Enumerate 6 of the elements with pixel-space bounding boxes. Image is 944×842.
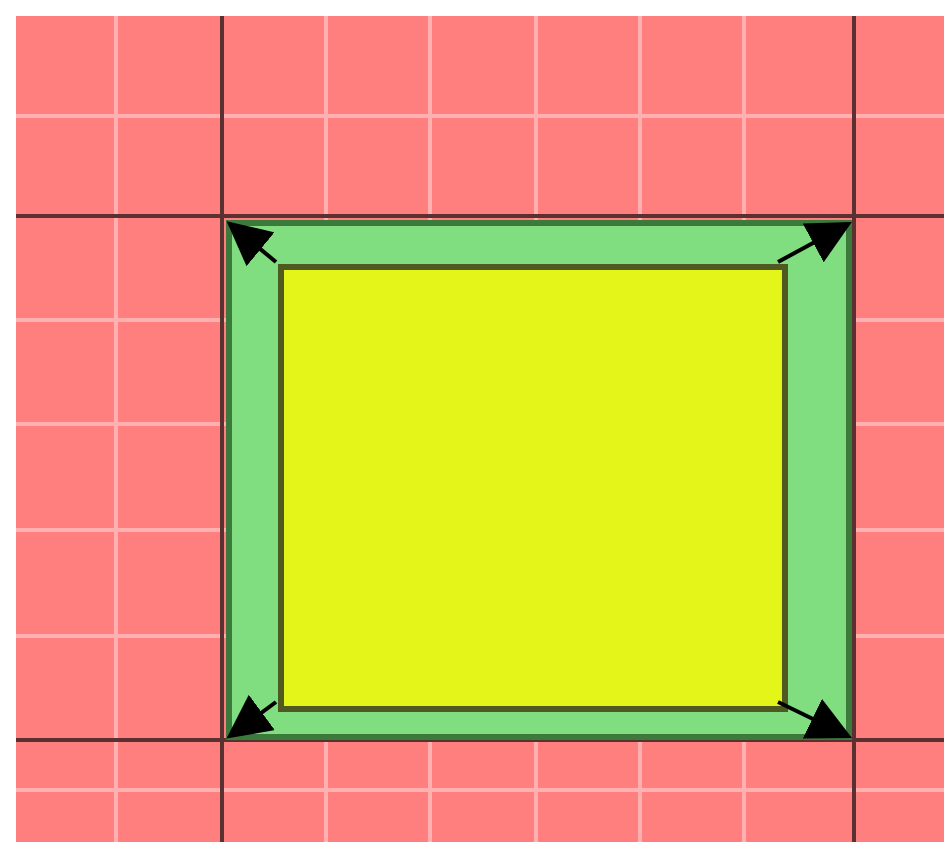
arrow bbox=[777, 221, 852, 264]
arrow bbox=[226, 221, 278, 267]
arrow bbox=[226, 694, 278, 739]
arrow bbox=[777, 698, 852, 739]
inner-rectangle bbox=[278, 264, 788, 712]
outer-rectangle bbox=[226, 220, 852, 740]
